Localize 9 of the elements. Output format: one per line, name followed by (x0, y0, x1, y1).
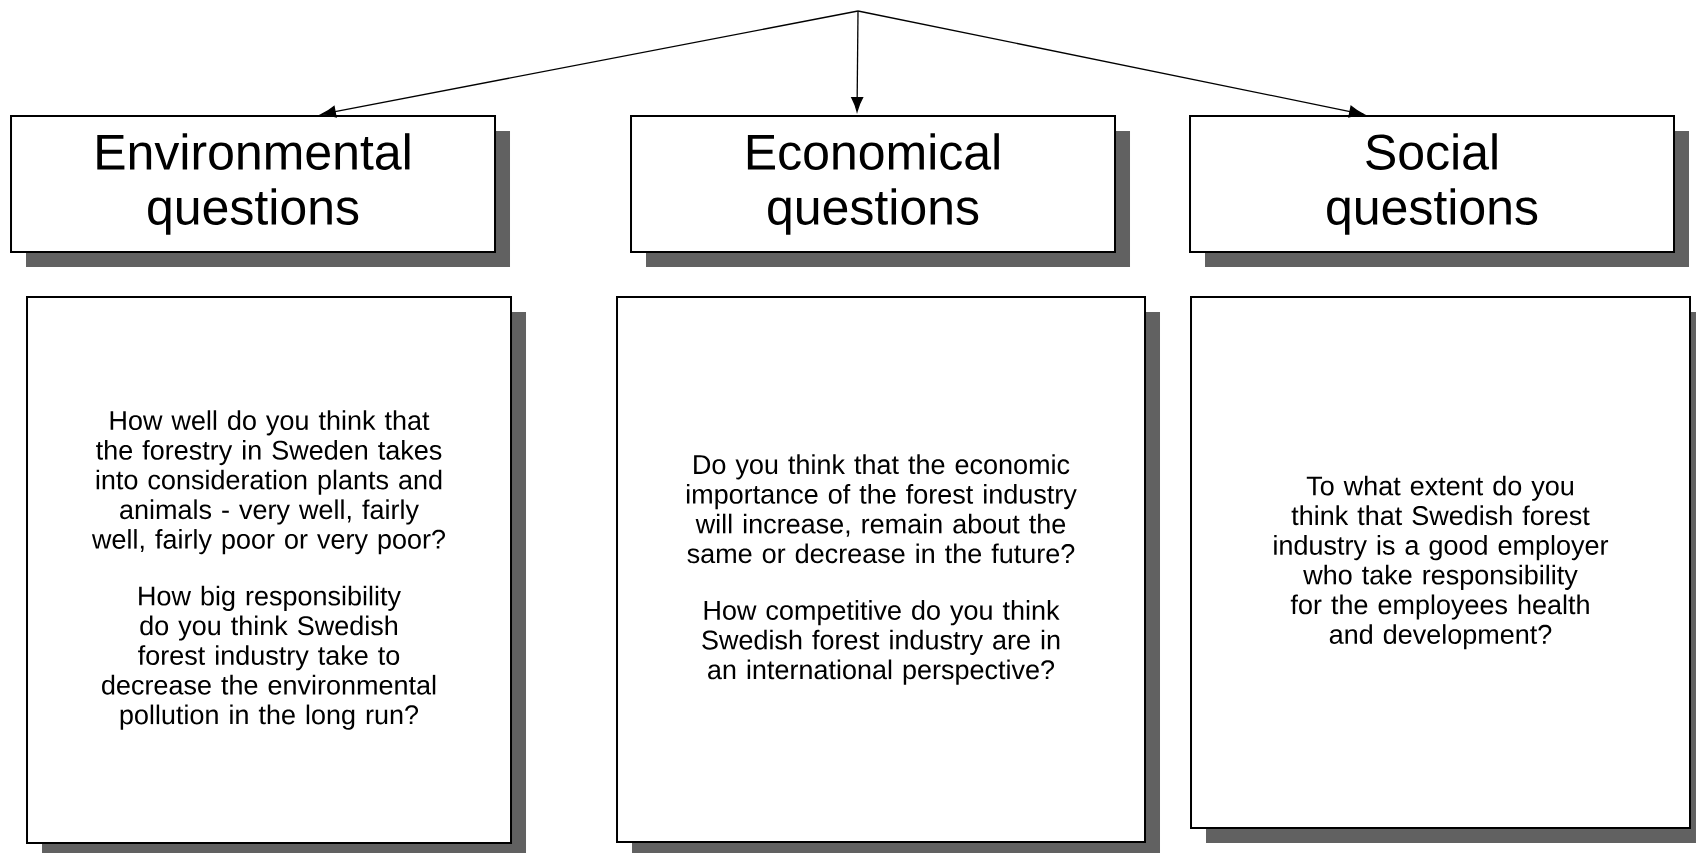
question-box: To what extent do you think that Swedish forest industry is a good employer who take responsibility for the employees health and development? (1190, 296, 1696, 843)
arrow (851, 10, 864, 113)
header-box: Environmental questions (10, 115, 510, 267)
header-box: Economical questions (630, 115, 1130, 267)
arrow (320, 10, 859, 118)
question-box: Do you think that the economic importance of the forest industry will increase, remain about the same or decrease in the future? How competitive do you think Swedish forest industry are in an international perspective? (616, 296, 1160, 853)
header-box: Social questions (1189, 115, 1689, 267)
question-box: How well do you think that the forestry in Sweden takes into consideration plants and animals - very well, fairly well, fairly poor or very poor? How big responsibility do you think Swedish forest industry take to decrease the environmental pollution in the long run? (26, 296, 526, 853)
arrow (857, 10, 1365, 118)
